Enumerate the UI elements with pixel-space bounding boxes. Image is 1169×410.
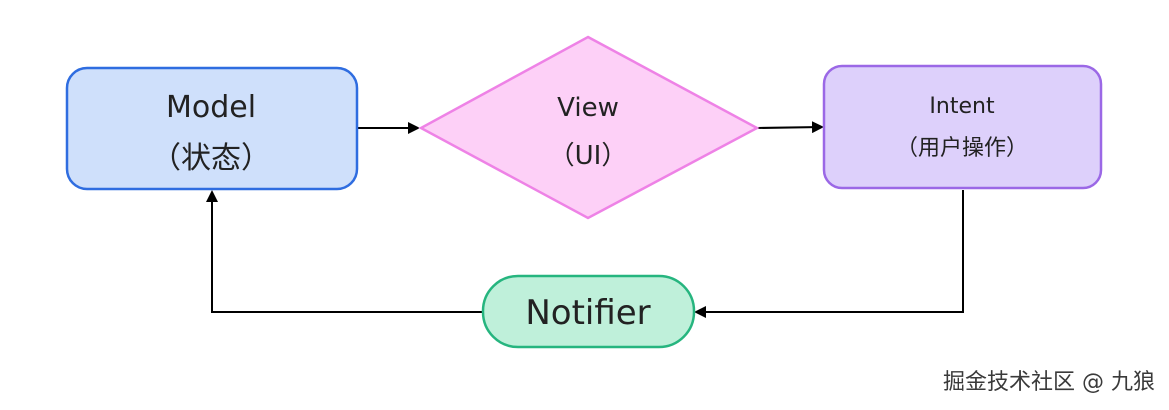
view-sublabel: （UI）	[549, 141, 628, 171]
edge-view-to-intent	[757, 121, 824, 134]
intent-node: Intent （用户操作）	[822, 64, 1103, 190]
view-node-shape	[418, 35, 760, 220]
model-sublabel: （状态）	[151, 141, 271, 176]
edge-notifier-to-model	[206, 190, 482, 313]
intent-label: Intent	[929, 94, 995, 119]
notifier-label: Notifier	[525, 293, 650, 333]
notifier-node: Notifier	[481, 274, 696, 349]
view-label: View	[557, 93, 619, 123]
edge-intent-to-notifier	[694, 190, 964, 318]
intent-node-shape	[822, 64, 1103, 190]
notifier-node-shape	[481, 274, 696, 349]
edges	[206, 121, 964, 318]
intent-sublabel: （用户操作）	[896, 136, 1028, 161]
model-label: Model	[166, 90, 256, 125]
view-node: View （UI）	[418, 35, 760, 220]
watermark-text: 掘金技术社区 @ 九狼	[943, 370, 1155, 395]
model-node: Model （状态）	[65, 66, 359, 191]
model-node-shape	[65, 66, 359, 191]
